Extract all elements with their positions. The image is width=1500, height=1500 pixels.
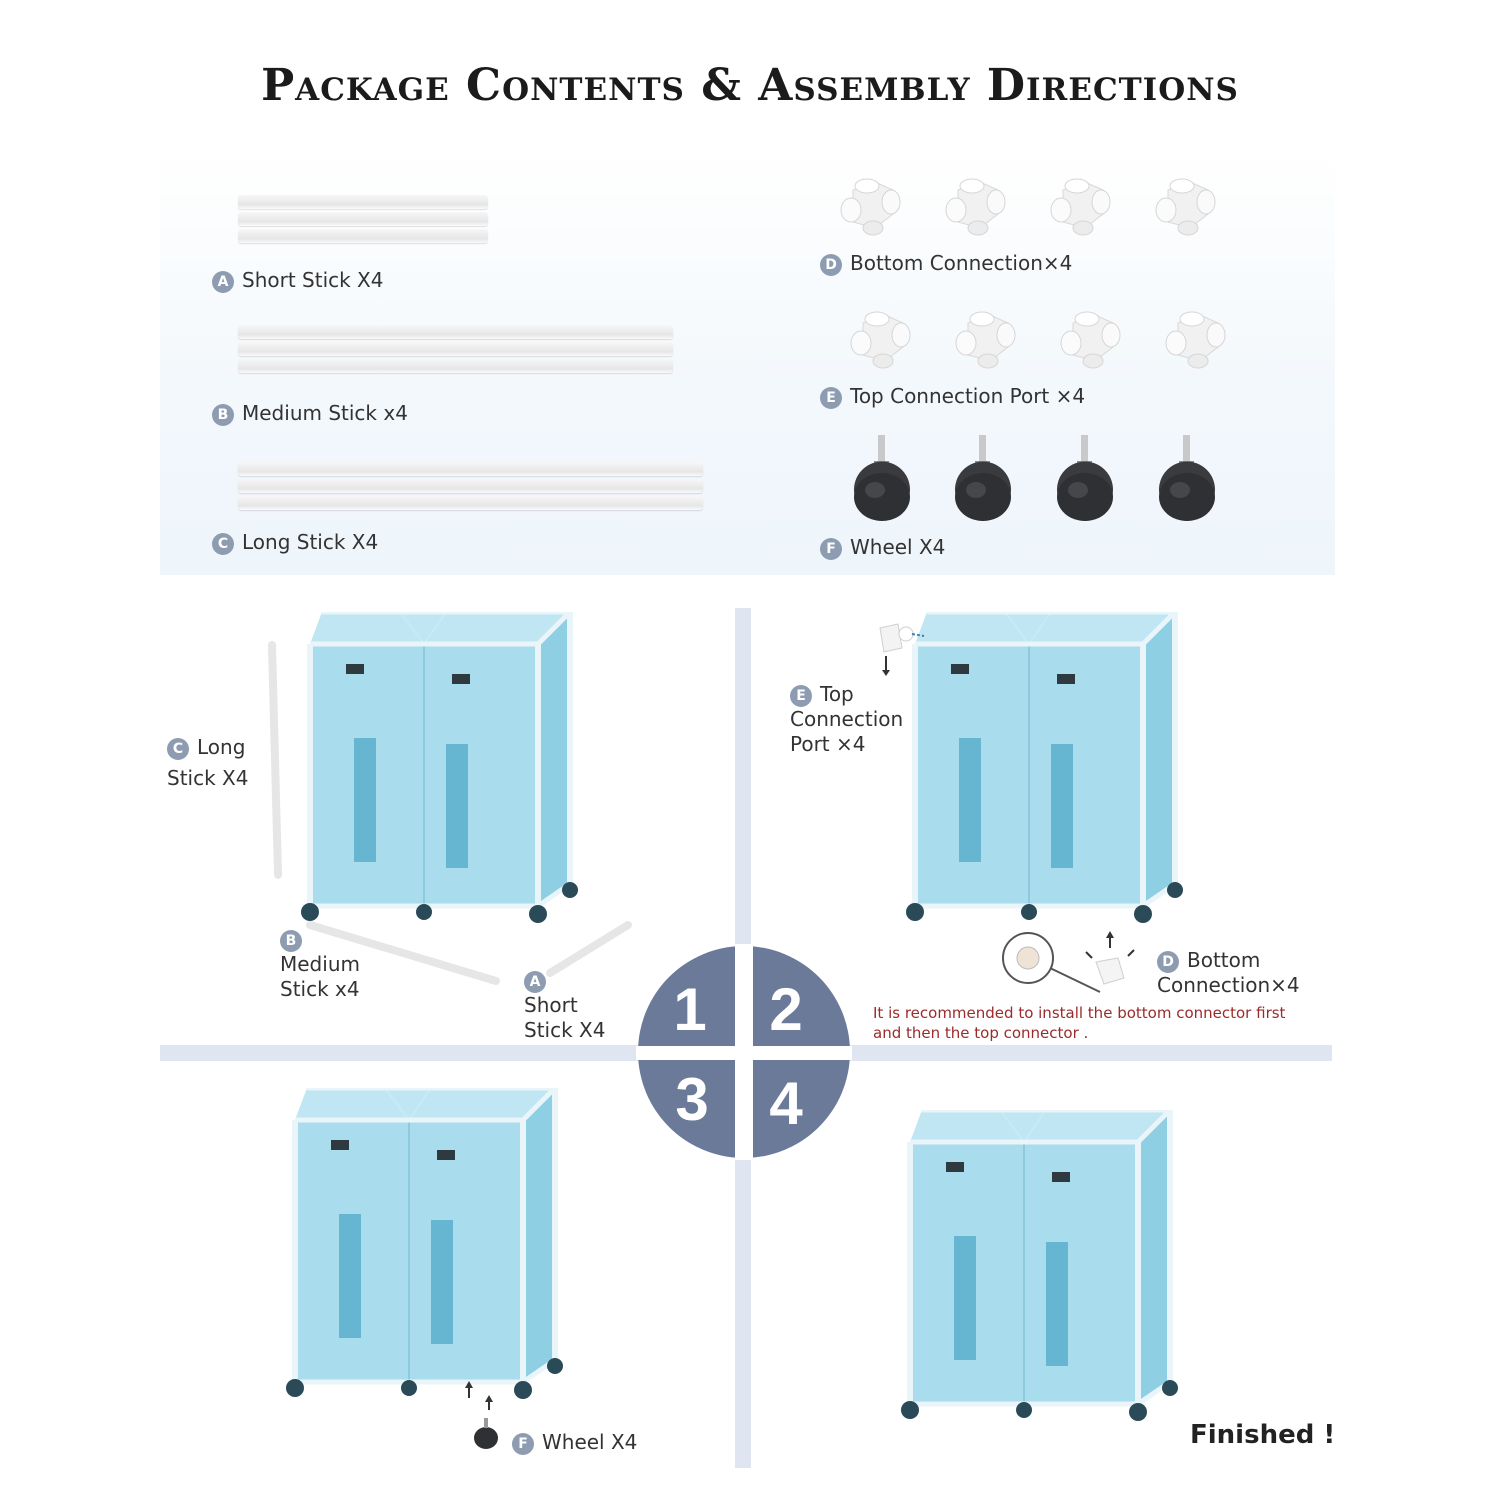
wheel-icon [955, 435, 1011, 521]
install-note-line2: and then the top connector . [873, 1024, 1089, 1042]
part-d-text: Bottom Connection×4 [850, 251, 1073, 275]
part-d-label: D Bottom Connection×4 [820, 251, 1072, 276]
short-stick-illustration [238, 195, 488, 246]
long-stick-illustration [238, 462, 703, 513]
step-number-4: 4 [769, 1070, 803, 1137]
badge-d: D [820, 254, 842, 276]
step2-bottom-line1: Bottom [1187, 948, 1261, 972]
badge-e: E [790, 685, 812, 707]
medium-stick-illustration [238, 325, 673, 376]
medium-stick-illustration [306, 921, 500, 985]
badge-c: C [167, 738, 189, 760]
install-note: It is recommended to install the bottom … [873, 1003, 1285, 1043]
step1-long-label: C Long Stick X4 [167, 735, 248, 791]
badge-c: C [212, 533, 234, 555]
step2-top-line2: Connection [790, 707, 904, 731]
badge-f: F [512, 1433, 534, 1455]
badge-d: D [1157, 951, 1179, 973]
step2-top-line1: Top [820, 682, 854, 706]
part-f-text: Wheel X4 [850, 535, 946, 559]
hamper-illustration [300, 612, 600, 942]
part-c-label: C Long Stick X4 [212, 530, 378, 555]
step-number-1: 1 [673, 976, 706, 1043]
top-connector-detail-icon [879, 623, 925, 676]
part-c-text: Long Stick X4 [242, 530, 379, 554]
connector-icon [850, 311, 911, 369]
step1-long-line2: Stick X4 [167, 766, 249, 790]
badge-b: B [280, 930, 302, 952]
hamper-illustration [285, 1088, 585, 1418]
part-e-text: Top Connection Port ×4 [850, 384, 1086, 408]
badge-b: B [212, 404, 234, 426]
step1-short-line1: Short [524, 993, 578, 1017]
badge-e: E [820, 387, 842, 409]
step2-top-line3: Port ×4 [790, 732, 866, 756]
part-b-text: Medium Stick x4 [242, 401, 408, 425]
wheel-icon [465, 1381, 498, 1449]
finished-label: Finished ! [1190, 1420, 1336, 1450]
step1-short-label: A Short Stick X4 [524, 968, 605, 1043]
connector-icon [1050, 178, 1111, 236]
badge-a: A [212, 271, 234, 293]
part-e-label: E Top Connection Port ×4 [820, 384, 1085, 409]
step3-wheel-text: Wheel X4 [542, 1430, 638, 1454]
step1-medium-line2: Stick x4 [280, 977, 360, 1001]
wheel-icon [854, 435, 910, 521]
connector-icon [945, 178, 1006, 236]
step-number-circle: 1 2 3 4 [636, 944, 852, 1160]
connector-icon [1155, 178, 1216, 236]
part-a-text: Short Stick X4 [242, 268, 384, 292]
part-a-label: A Short Stick X4 [212, 268, 383, 293]
step2-top-label: E Top Connection Port ×4 [790, 682, 903, 757]
step-number-2: 2 [769, 976, 802, 1043]
connector-icon [1165, 311, 1226, 369]
step1-long-line1: Long [197, 735, 246, 759]
step2-bottom-line2: Connection×4 [1157, 973, 1300, 997]
install-note-line1: It is recommended to install the bottom … [873, 1004, 1286, 1022]
long-stick-illustration [268, 641, 282, 879]
connector-icon [1060, 311, 1121, 369]
badge-a: A [524, 971, 546, 993]
wheel-icon [1057, 435, 1113, 521]
step2-bottom-label: D Bottom Connection×4 [1157, 948, 1300, 998]
hamper-illustration [900, 1110, 1200, 1440]
step-number-3: 3 [675, 1066, 708, 1133]
step1-short-line2: Stick X4 [524, 1018, 606, 1042]
step1-medium-line1: Medium [280, 952, 360, 976]
step3-wheel-label: F Wheel X4 [512, 1430, 637, 1455]
short-stick-illustration [546, 921, 632, 977]
connector-icon [840, 178, 901, 236]
part-b-label: B Medium Stick x4 [212, 401, 408, 426]
wheel-icon [1159, 435, 1215, 521]
part-f-label: F Wheel X4 [820, 535, 945, 560]
connector-icon [955, 311, 1016, 369]
bottom-connector-detail-icon [1002, 931, 1135, 993]
hamper-illustration [905, 612, 1205, 942]
page-title: Package Contents & Assembly Directions [261, 60, 1239, 111]
badge-f: F [820, 538, 842, 560]
step1-medium-label: B Medium Stick x4 [280, 927, 360, 1002]
